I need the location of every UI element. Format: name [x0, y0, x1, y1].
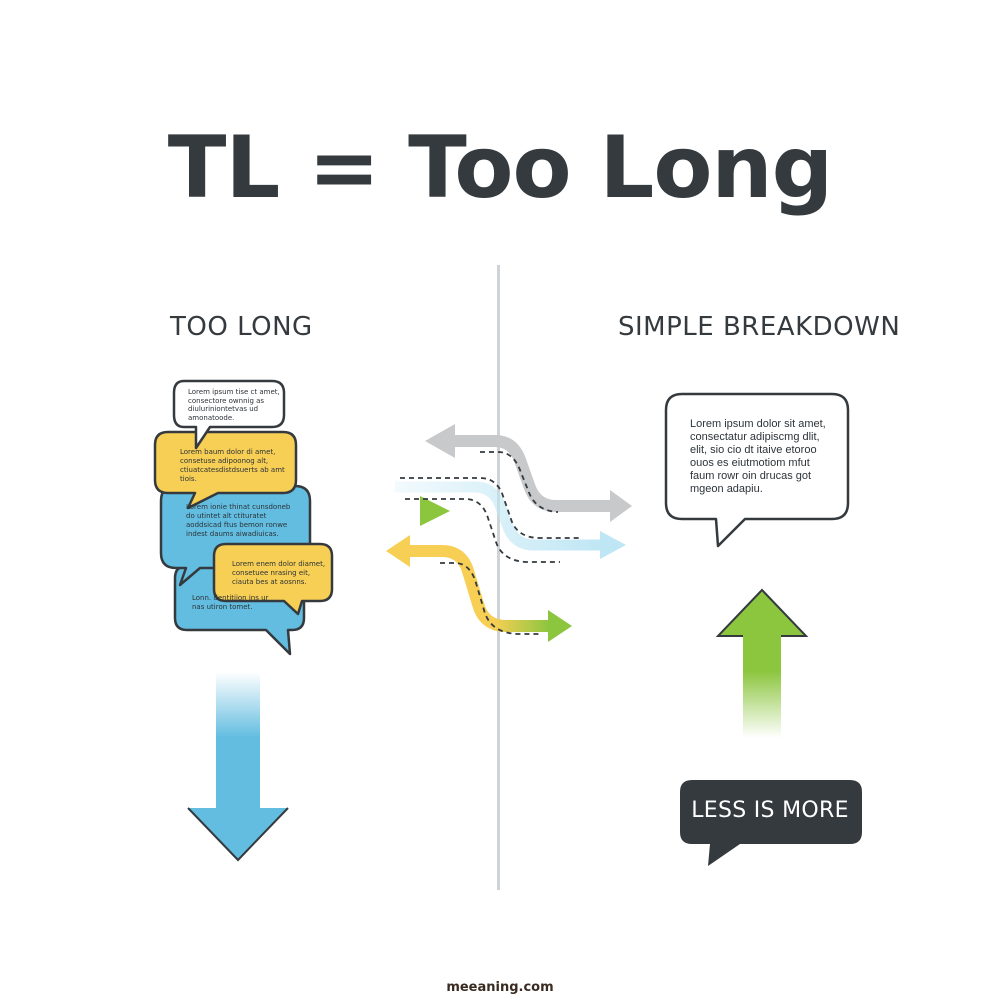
- page-title: TL = Too Long: [167, 118, 833, 218]
- less-is-more-label: LESS IS MORE: [691, 798, 849, 823]
- speech-bubble-white: [172, 379, 286, 450]
- light-blue-flow-arrow: [395, 481, 605, 551]
- gray-flow-arrow: [455, 435, 610, 512]
- too-long-heading: TOO LONG: [170, 312, 313, 342]
- speech-bubble-yellow-lower: [212, 542, 334, 616]
- bubble-text-blue-bottom: Lonn. dentitiion ins ur nas utiron tomet…: [192, 594, 269, 611]
- bubble-text-yellow-top: Lorem baum dolor di amet, consetuse adip…: [180, 448, 285, 483]
- simple-breakdown-heading: SIMPLE BREAKDOWN: [618, 312, 901, 342]
- bubble-stack: [153, 379, 334, 656]
- less-is-more-callout-bg: [680, 780, 862, 866]
- right-bubble-text: Lorem ipsum dolor sit amet, consectatur …: [690, 418, 826, 495]
- footer-site: meeaning.com: [446, 980, 554, 995]
- center-divider: [497, 265, 500, 890]
- flow-arrows: [345, 424, 632, 642]
- bubble-text-white: Lorem ipsum tise ct amet, consectore own…: [188, 388, 280, 422]
- speech-bubble-yellow-top: [153, 430, 298, 510]
- bubble-text-yellow-lower: Lorem enem dolor diamet, consetuee nrasi…: [232, 560, 326, 586]
- bubble-text-blue-middle: Lorem ionie thinat cunsdoneb do utintet …: [186, 503, 291, 538]
- up-arrow-head-outline: [715, 588, 809, 637]
- down-arrow: [188, 672, 288, 860]
- down-arrow-head-outline: [187, 807, 289, 862]
- up-arrow: [718, 590, 806, 738]
- speech-bubble-right: [664, 392, 850, 548]
- yellow-flow-arrow: [410, 545, 550, 632]
